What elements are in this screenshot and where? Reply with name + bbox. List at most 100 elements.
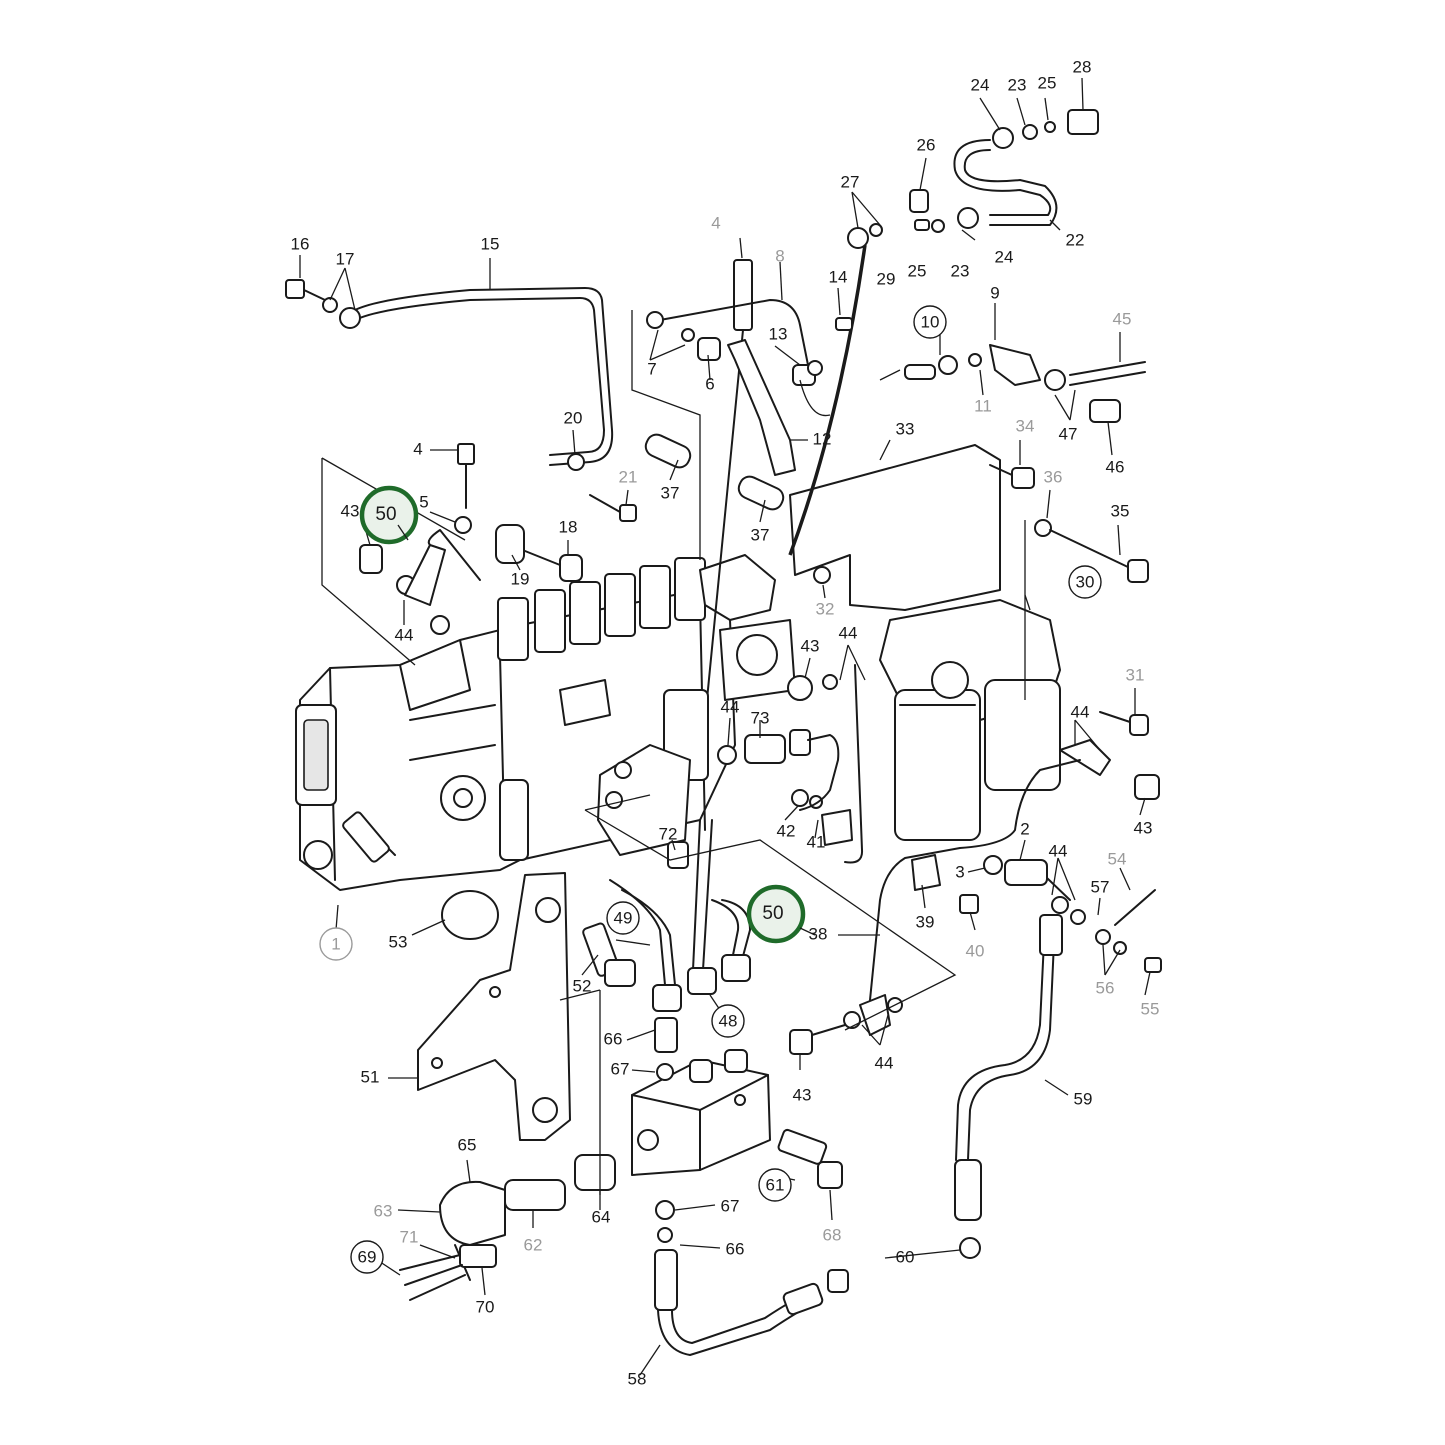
part-label-42: 42 bbox=[777, 821, 796, 840]
part-label-39: 39 bbox=[916, 912, 935, 931]
highlight-ring bbox=[359, 485, 419, 545]
circled-part-labels: 10 30 1 49 48 61 69 bbox=[319, 305, 1102, 1274]
part-label-54: 54 bbox=[1108, 849, 1127, 868]
pipe-2 bbox=[869, 759, 1081, 1001]
sleeve-37b bbox=[737, 475, 785, 511]
part-label-63: 63 bbox=[374, 1201, 393, 1220]
part-label-73: 73 bbox=[751, 708, 770, 727]
bolts bbox=[285, 279, 1160, 869]
circled-label-61: 61 bbox=[758, 1168, 792, 1202]
circled-label-1: 1 bbox=[319, 927, 353, 961]
part-label-66: 66 bbox=[726, 1239, 745, 1258]
part-label-58: 58 bbox=[628, 1369, 647, 1388]
sleeve-37a bbox=[644, 433, 692, 469]
pipe-38 bbox=[844, 664, 864, 864]
part-label-68: 68 bbox=[823, 1225, 842, 1244]
part-label-40: 40 bbox=[966, 941, 985, 960]
part-label-60: 60 bbox=[896, 1247, 915, 1266]
circled-label-30: 30 bbox=[1068, 565, 1102, 599]
part-label-28: 28 bbox=[1073, 57, 1092, 76]
part-label-27: 27 bbox=[841, 172, 860, 191]
label-ring bbox=[913, 305, 947, 339]
circled-label-10: 10 bbox=[913, 305, 947, 339]
valve-block-61 bbox=[631, 1017, 843, 1189]
part-label-36: 36 bbox=[1044, 467, 1063, 486]
part-label-34: 34 bbox=[1016, 416, 1035, 435]
part-label-23: 23 bbox=[1008, 75, 1027, 94]
part-label-35: 35 bbox=[1111, 501, 1130, 520]
part-label-44: 44 bbox=[395, 625, 414, 644]
highlight-leader bbox=[397, 524, 409, 541]
part-label-16: 16 bbox=[291, 234, 310, 253]
part-label-21: 21 bbox=[619, 467, 638, 486]
circled-label-69: 69 bbox=[350, 1240, 384, 1274]
circled-label-text: 69 bbox=[358, 1247, 377, 1266]
part-label-38: 38 bbox=[809, 924, 828, 943]
bracket-33 bbox=[789, 444, 1001, 611]
circled-label-text: 49 bbox=[614, 908, 633, 927]
part-label-11: 11 bbox=[974, 396, 992, 415]
circled-label-48: 48 bbox=[711, 1004, 745, 1038]
part-label-44: 44 bbox=[1071, 702, 1090, 721]
part-label-5: 5 bbox=[419, 492, 428, 511]
part-label-43: 43 bbox=[1134, 818, 1153, 837]
part-label-59: 59 bbox=[1074, 1089, 1093, 1108]
part-label-23: 23 bbox=[951, 261, 970, 280]
part-label-33: 33 bbox=[896, 419, 915, 438]
circled-label-text: 10 bbox=[921, 312, 940, 331]
part-label-44: 44 bbox=[1049, 841, 1068, 860]
part-label-26: 26 bbox=[917, 135, 936, 154]
part-label-24: 24 bbox=[971, 75, 990, 94]
part-label-43: 43 bbox=[341, 501, 360, 520]
bush-53 bbox=[441, 890, 499, 940]
part-label-7: 7 bbox=[647, 359, 656, 378]
thick-rod-29 bbox=[788, 244, 867, 556]
part-label-44: 44 bbox=[839, 623, 858, 642]
part-label-19: 19 bbox=[511, 569, 530, 588]
part-label-55: 55 bbox=[1141, 999, 1160, 1018]
fittings-9-10-11 bbox=[904, 344, 1121, 423]
leader-lines bbox=[299, 77, 1151, 1376]
pipe-8 bbox=[659, 299, 809, 366]
label-ring bbox=[1068, 565, 1102, 599]
part-label-65: 65 bbox=[458, 1135, 477, 1154]
part-label-22: 22 bbox=[1066, 230, 1085, 249]
circled-label-text: 30 bbox=[1076, 572, 1095, 591]
part-label-25: 25 bbox=[1038, 73, 1057, 92]
pipe-49 bbox=[609, 879, 666, 986]
part-label-70: 70 bbox=[476, 1297, 495, 1316]
part-label-29: 29 bbox=[877, 269, 896, 288]
label-ring bbox=[350, 1240, 384, 1274]
pipe-45 bbox=[1069, 361, 1146, 376]
bracket-12 bbox=[727, 339, 796, 476]
clamp-41 bbox=[821, 809, 853, 846]
highlighted-callout-1: 50 bbox=[359, 485, 419, 545]
label-ring bbox=[319, 927, 353, 961]
part-label-53: 53 bbox=[389, 932, 408, 951]
part-label-43: 43 bbox=[793, 1085, 812, 1104]
part-label-46: 46 bbox=[1106, 457, 1125, 476]
centre-rod-assembly bbox=[597, 259, 753, 856]
part-label-32: 32 bbox=[816, 599, 835, 618]
part-label-41: 41 bbox=[807, 832, 826, 851]
fittings-top-right bbox=[847, 109, 1099, 249]
part-label-67: 67 bbox=[721, 1196, 740, 1215]
fittings-3-57 bbox=[983, 855, 1162, 973]
pipe-22 bbox=[953, 139, 1052, 216]
part-label-25: 25 bbox=[908, 261, 927, 280]
part-label-31: 31 bbox=[1126, 665, 1145, 684]
highlight-ring bbox=[746, 884, 806, 944]
part-label-37: 37 bbox=[661, 483, 680, 502]
part-label-2: 2 bbox=[1020, 819, 1029, 838]
part-label-18: 18 bbox=[559, 517, 578, 536]
pipe-48 bbox=[692, 819, 713, 971]
part-label-4: 4 bbox=[711, 213, 720, 232]
part-label-13: 13 bbox=[769, 324, 788, 343]
label-ring bbox=[606, 901, 640, 935]
solenoid-65 bbox=[399, 1154, 616, 1301]
clamp-39 bbox=[911, 854, 941, 891]
